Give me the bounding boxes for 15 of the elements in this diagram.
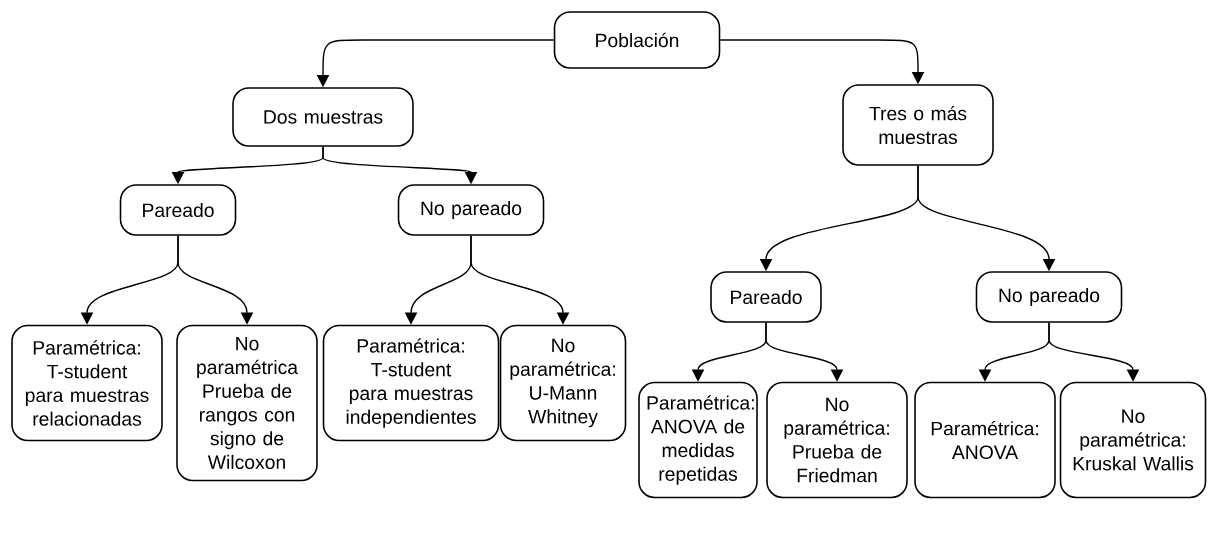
process-box: No paramétrica: Prueba de Friedman xyxy=(766,381,908,499)
process-box: Paramétrica: ANOVA de medidas repetidas xyxy=(638,381,758,499)
process-box: No paramétrica Prueba de rangos con signo de Wilcoxon xyxy=(176,324,318,482)
process-box: No pareado xyxy=(975,271,1123,323)
process-box: No paramétrica: Kruskal Wallis xyxy=(1059,381,1207,499)
process-box: Pareado xyxy=(710,271,822,323)
process-box: Paramétrica: T-student para muestras relacionadas xyxy=(11,324,163,442)
process-box: Población xyxy=(553,11,721,69)
process-box: No paramétrica: U-Mann Whitney xyxy=(499,324,627,442)
process-box: Tres o más muestras xyxy=(842,84,994,166)
process-box: Dos muestras xyxy=(232,87,414,147)
process-box: Pareado xyxy=(119,184,237,236)
process-box: Paramétrica: T-student para muestras independientes xyxy=(322,324,500,442)
process-box: Paramétrica: ANOVA xyxy=(914,381,1056,499)
process-box: No pareado xyxy=(397,184,545,236)
